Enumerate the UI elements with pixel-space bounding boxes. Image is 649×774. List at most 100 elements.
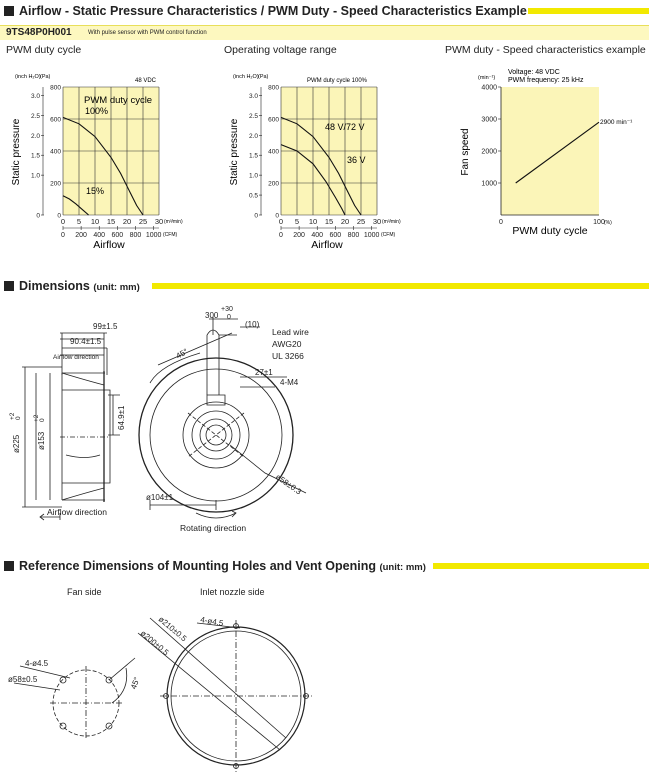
dim-225-tol-bottom: 0 xyxy=(15,416,22,420)
y-tick-label-pa: 200 xyxy=(50,181,61,188)
y-axis-label: Static pressure xyxy=(229,118,240,185)
dim-58: ø58±0.3 xyxy=(274,472,304,496)
y-tick-label-in: 1.5 xyxy=(249,153,258,160)
annotation-pwm: PWM duty cycle xyxy=(84,95,152,106)
inlet-side-label: Inlet nozzle side xyxy=(200,587,265,597)
dim-225-tol-top: +2 xyxy=(9,412,16,420)
section-title: Airflow - Static Pressure Characteristic… xyxy=(19,4,527,18)
x-tick-label: 30 xyxy=(373,217,381,226)
side-view xyxy=(22,332,120,521)
model-description: With pulse sensor with PWM control funct… xyxy=(88,30,207,36)
dim-300-tol-bottom: 0 xyxy=(227,314,231,321)
cfm-tick-label: 200 xyxy=(75,232,87,239)
left-unit: (inch H₂O) xyxy=(233,74,259,80)
section-header-characteristics: Airflow - Static Pressure Characteristic… xyxy=(0,3,649,19)
caption-pwm-duty: PWM duty cycle xyxy=(6,44,82,56)
series-line xyxy=(62,116,144,216)
dim-58-fan: ø58±0.5 xyxy=(8,675,38,684)
y-tick-label-in: 2.5 xyxy=(31,113,40,120)
fan-side-label: Fan side xyxy=(67,587,102,597)
airflow-direction-top: Airflow direction xyxy=(53,354,99,361)
cfm-tick-label: 200 xyxy=(293,232,305,239)
dim-104: ø104±1 xyxy=(146,493,174,502)
section-unit: (unit: mm) xyxy=(379,562,426,573)
y-tick-label-pa: 800 xyxy=(268,85,279,92)
dim-90: 90.4±1.5 xyxy=(70,337,102,346)
x-unit-cfm: (CFM) xyxy=(163,232,177,238)
section-title: Reference Dimensions of Mounting Holes a… xyxy=(19,558,426,576)
cfm-tick-label: 600 xyxy=(330,232,342,239)
x-tick-label: 10 xyxy=(91,217,99,226)
caption-voltage-range: Operating voltage range xyxy=(224,44,337,56)
accent-bar xyxy=(433,563,649,569)
y-tick-label-in: 2.0 xyxy=(31,133,40,140)
y-tick-label-pa: 0 xyxy=(57,213,61,220)
cfm-tick-label: 1000 xyxy=(146,232,162,239)
cfm-tick-label: 800 xyxy=(348,232,360,239)
y-tick-label-in: 0.5 xyxy=(249,193,258,200)
x-tick-label: 30 xyxy=(155,217,163,226)
x-unit: (%) xyxy=(604,220,612,226)
x-tick-label: 0 xyxy=(279,217,283,226)
annotation-15: 15% xyxy=(86,186,104,196)
y-tick-label-pa: 0 xyxy=(275,213,279,220)
y-tick-label-in: 1.0 xyxy=(249,173,258,180)
y-tick-label: 4000 xyxy=(481,85,497,92)
y-tick-label-pa: 600 xyxy=(50,117,61,124)
x-tick-label: 0 xyxy=(499,219,503,226)
front-view xyxy=(138,317,307,519)
end-label: 2900 min⁻¹ xyxy=(600,119,633,126)
x-tick-label: 5 xyxy=(77,217,81,226)
x-axis-label: PWM duty cycle xyxy=(512,225,587,237)
hole-45-fan: 4-ø4.5 xyxy=(25,659,49,668)
hole-45-inlet: 4-ø4.5 xyxy=(200,615,225,628)
x-tick-label: 25 xyxy=(357,217,365,226)
right-unit: (Pa) xyxy=(40,74,51,80)
y-tick-label-in: 1.5 xyxy=(31,153,40,160)
x-tick-label: 20 xyxy=(123,217,131,226)
section-marker xyxy=(4,561,14,571)
section-marker xyxy=(4,6,14,16)
airflow-direction-bottom: Airflow direction xyxy=(47,507,107,517)
section-title-text: Reference Dimensions of Mounting Holes a… xyxy=(19,559,376,573)
series-line xyxy=(62,195,89,216)
section-header-dimensions: Dimensions (unit: mm) xyxy=(0,278,649,294)
y-tick-label-in: 2.0 xyxy=(249,133,258,140)
rotating-direction: Rotating direction xyxy=(180,523,246,533)
dim-200: ø200±0.5 xyxy=(139,629,171,658)
thread-m4: 4-M4 xyxy=(280,378,299,387)
cfm-tick-label: 1000 xyxy=(364,232,380,239)
lead-wire: Lead wire xyxy=(272,327,309,337)
fan-side-view xyxy=(13,657,136,740)
model-row: 9TS48P0H001 With pulse sensor with PWM c… xyxy=(0,25,649,40)
cfm-tick-label: 0 xyxy=(279,232,283,239)
dim-153-tol-bottom: 0 xyxy=(39,418,46,422)
dim-153: ø153 xyxy=(37,431,46,450)
y-tick-label-pa: 400 xyxy=(268,149,279,156)
cfm-tick-label: 400 xyxy=(311,232,323,239)
section-header-reference: Reference Dimensions of Mounting Holes a… xyxy=(0,558,649,574)
cfm-tick-label: 800 xyxy=(130,232,142,239)
x-tick-label: 100 xyxy=(593,219,605,226)
x-tick-label: 20 xyxy=(341,217,349,226)
lead-wire-gauge: AWG20 xyxy=(272,339,302,349)
section-unit: (unit: mm) xyxy=(93,282,140,293)
x-tick-label: 15 xyxy=(325,217,333,226)
reference-drawing: Fan side Inlet nozzle side 4-ø4.5 ø58±0.… xyxy=(8,587,312,772)
y-tick-label-in: 2.5 xyxy=(249,113,258,120)
x-tick-label: 0 xyxy=(61,217,65,226)
y-tick-label-pa: 800 xyxy=(50,85,61,92)
dim-10: (10) xyxy=(245,320,260,329)
x-unit-m3: (m³/min) xyxy=(382,219,401,225)
dim-27: 27±1 xyxy=(255,368,273,377)
angle-45: 45° xyxy=(175,347,190,361)
section-title: Dimensions (unit: mm) xyxy=(19,278,140,296)
right-unit: (Pa) xyxy=(258,74,269,80)
y-tick-label-in: 3.0 xyxy=(249,93,258,100)
series-line xyxy=(515,121,600,184)
model-code: 9TS48P0H001 xyxy=(6,27,72,38)
